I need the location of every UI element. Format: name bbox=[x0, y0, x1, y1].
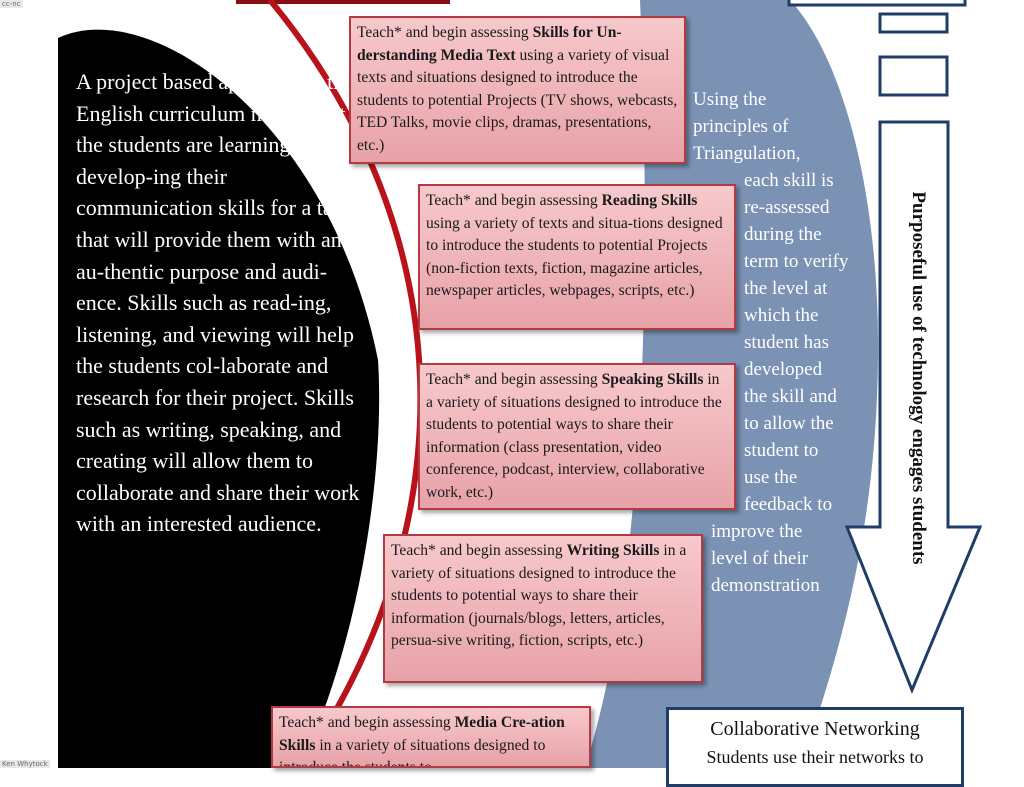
small-box-1 bbox=[878, 12, 949, 34]
triangulation-line: student has bbox=[744, 332, 829, 353]
box-pre: Teach* and begin assessing bbox=[391, 542, 567, 559]
box-pre: Teach* and begin assessing bbox=[426, 192, 602, 209]
box-post: in a variety of situations designed to i… bbox=[279, 736, 546, 768]
box-pre: Teach* and begin assessing bbox=[357, 24, 533, 41]
box-bold: Skills for Un-derstanding Media Text bbox=[357, 24, 622, 64]
box-bold: Media Cre-ation Skills bbox=[279, 714, 565, 754]
triangulation-line: use the bbox=[744, 467, 798, 488]
top-red-bar bbox=[236, 0, 450, 4]
license-badge: cc-nc bbox=[0, 0, 23, 8]
triangulation-line: demonstration bbox=[711, 575, 820, 596]
triangulation-line: the skill and bbox=[744, 386, 837, 407]
triangulation-line: principles of bbox=[693, 116, 789, 137]
box-post: using a variety of texts and situa-tions… bbox=[426, 214, 723, 300]
small-box-2 bbox=[878, 55, 949, 97]
black-panel bbox=[58, 29, 380, 768]
left-panel-text: A project based approach to the English … bbox=[76, 69, 360, 537]
triangulation-line: improve the bbox=[711, 521, 803, 542]
box-pre: Teach* and begin assessing bbox=[426, 371, 602, 388]
triangulation-line: to allow the bbox=[744, 413, 834, 434]
collab-subtitle: Students use their networks to bbox=[706, 747, 924, 767]
skill-box-media-creation: Teach* and begin assessing Media Cre-ati… bbox=[271, 706, 591, 768]
triangulation-line: term to verify bbox=[744, 251, 849, 272]
skill-box-writing: Teach* and begin assessing Writing Skill… bbox=[383, 534, 703, 683]
triangulation-line: each skill is bbox=[744, 170, 834, 191]
arrow-label-text: Purposeful use of technology engages stu… bbox=[908, 191, 929, 565]
triangulation-line: level of their bbox=[711, 548, 809, 569]
triangulation-line: student to bbox=[744, 440, 819, 461]
skill-box-media-text: Teach* and begin assessing Skills for Un… bbox=[349, 16, 686, 164]
triangulation-line: Using the bbox=[693, 89, 767, 110]
triangulation-line: Triangulation, bbox=[693, 143, 801, 164]
box-bold: Speaking Skills bbox=[601, 371, 704, 388]
triangulation-line: re-assessed bbox=[744, 197, 830, 218]
box-post: using a variety of visual texts and situ… bbox=[357, 46, 678, 154]
triangulation-line: during the bbox=[744, 224, 822, 245]
box-pre: Teach* and begin assessing bbox=[279, 714, 455, 731]
skill-box-reading: Teach* and begin assessing Reading Skill… bbox=[418, 184, 736, 330]
down-arrow bbox=[844, 120, 983, 694]
collab-title: Collaborative Networking bbox=[710, 718, 920, 740]
triangulation-line: developed bbox=[744, 359, 823, 380]
triangulation-line: the level at bbox=[744, 278, 828, 299]
box-post: in a variety of situations designed to i… bbox=[391, 542, 687, 650]
skill-box-speaking: Teach* and begin assessing Speaking Skil… bbox=[418, 363, 736, 510]
triangulation-line: which the bbox=[744, 305, 819, 326]
top-right-box bbox=[787, 0, 967, 7]
triangulation-line: feedback to bbox=[744, 494, 833, 515]
box-bold: Reading Skills bbox=[601, 192, 698, 209]
collaborative-networking-box: Collaborative Networking Students use th… bbox=[666, 707, 964, 787]
box-bold: Writing Skills bbox=[566, 542, 660, 559]
box-post: in a variety of situations designed to i… bbox=[426, 371, 722, 501]
author-credit: Ken Whytock bbox=[0, 760, 50, 768]
